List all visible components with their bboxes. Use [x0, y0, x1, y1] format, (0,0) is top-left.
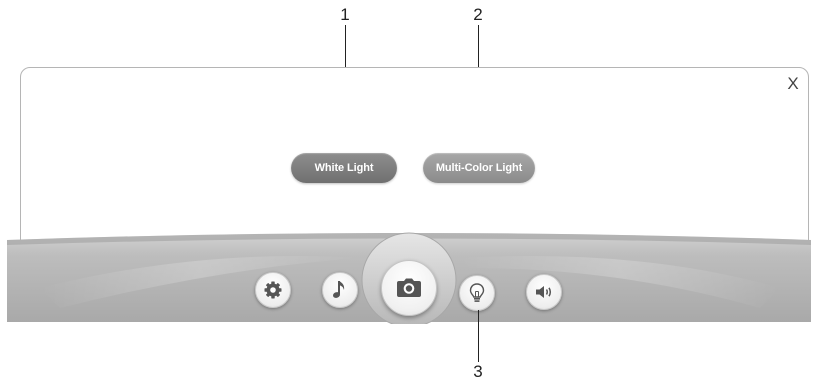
volume-button[interactable]	[526, 274, 562, 310]
callout-number-1: 1	[335, 6, 355, 24]
white-light-button[interactable]: White Light	[291, 153, 397, 183]
gear-icon	[263, 280, 283, 300]
light-button[interactable]	[459, 275, 495, 311]
camera-icon	[395, 277, 423, 299]
music-button[interactable]	[322, 272, 358, 308]
speaker-icon	[533, 283, 555, 301]
settings-button[interactable]	[255, 272, 291, 308]
callout-number-2: 2	[468, 6, 488, 24]
camera-button[interactable]	[381, 260, 437, 316]
callout-number-3: 3	[468, 363, 488, 381]
multi-color-light-button[interactable]: Multi-Color Light	[423, 153, 535, 183]
music-note-icon	[330, 279, 350, 301]
callout-line-3	[478, 310, 479, 362]
close-button[interactable]: X	[785, 74, 801, 94]
lightbulb-icon	[468, 282, 486, 304]
